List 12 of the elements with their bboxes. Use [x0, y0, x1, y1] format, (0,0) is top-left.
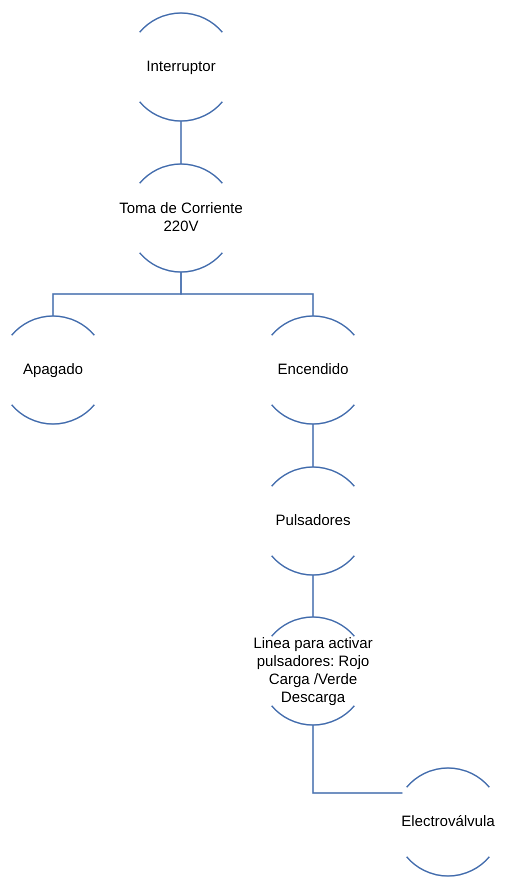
connector-line [312, 575, 314, 617]
connector-line [180, 272, 314, 316]
node-label: Electroválvula [401, 813, 495, 831]
node-label: Interruptor [146, 58, 216, 76]
node-label: Linea para activar pulsadores: Rojo Carga /Verde Descarga [252, 635, 374, 707]
node-label: Apagado [22, 361, 84, 379]
connector-line [312, 725, 402, 794]
connector-line [180, 121, 182, 164]
node-label: Encendido [278, 361, 348, 379]
node-label: Toma de Corriente 220V [118, 200, 244, 236]
node-label: Pulsadores [275, 512, 351, 530]
connector-line [312, 424, 314, 467]
